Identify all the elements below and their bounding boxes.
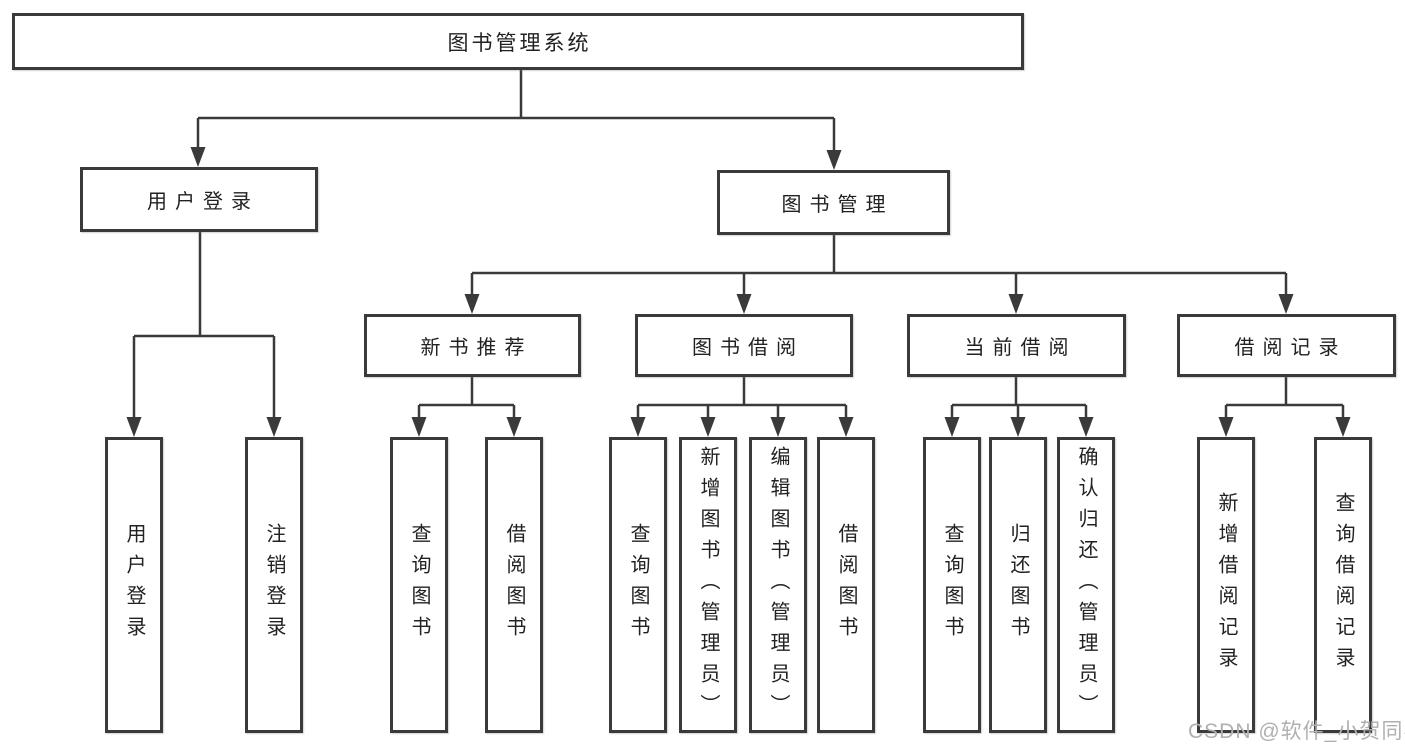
leaf-logout: 注销登录 <box>245 437 303 733</box>
leaf-add-borrow-record: 新增借阅记录 <box>1197 437 1255 733</box>
leaf-return-books: 归还图书 <box>989 437 1047 733</box>
leaf-user-login: 用户登录 <box>105 437 163 733</box>
arrowhead-icon <box>506 417 522 437</box>
arrowhead-icon <box>411 417 427 437</box>
arrowhead-icon <box>700 417 716 437</box>
leaf-edit-books-admin: 编辑图书（管理员） <box>749 437 807 733</box>
arrowhead-icon <box>1278 294 1294 314</box>
arrowhead-icon <box>1008 294 1024 314</box>
arrowhead-icon <box>190 147 206 167</box>
node-book-borrowing: 图书借阅 <box>635 314 853 377</box>
csdn-watermark: CSDN @软件_小贺同学 <box>1188 720 1405 743</box>
arrowhead-icon <box>1218 417 1234 437</box>
arrowhead-icon <box>944 417 960 437</box>
leaf-confirm-return-admin: 确认归还（管理员） <box>1057 437 1115 733</box>
leaf-query-books-newbooks: 查询图书 <box>390 437 448 733</box>
arrowhead-icon <box>770 417 786 437</box>
arrowhead-icon <box>826 150 842 170</box>
node-book-management: 图书管理 <box>717 170 950 235</box>
node-current-borrowing: 当前借阅 <box>907 314 1126 377</box>
node-borrow-records: 借阅记录 <box>1177 314 1396 377</box>
arrowhead-icon <box>1010 417 1026 437</box>
arrowhead-icon <box>464 294 480 314</box>
node-new-book-recommend: 新书推荐 <box>364 314 581 377</box>
leaf-query-books-borrowing: 查询图书 <box>609 437 667 733</box>
arrowhead-icon <box>266 417 282 437</box>
leaf-query-books-current: 查询图书 <box>923 437 981 733</box>
node-library-management-system: 图书管理系统 <box>12 13 1024 70</box>
leaf-query-borrow-record: 查询借阅记录 <box>1314 437 1372 733</box>
node-user-login: 用户登录 <box>80 167 318 232</box>
leaf-borrow-books-borrowing: 借阅图书 <box>817 437 875 733</box>
leaf-add-books-admin: 新增图书（管理员） <box>679 437 737 733</box>
arrowhead-icon <box>126 417 142 437</box>
arrowhead-icon <box>736 294 752 314</box>
arrowhead-icon <box>1335 417 1351 437</box>
leaf-borrow-books-newbooks: 借阅图书 <box>485 437 543 733</box>
arrowhead-icon <box>1078 417 1094 437</box>
arrowhead-icon <box>838 417 854 437</box>
arrowhead-icon <box>630 417 646 437</box>
